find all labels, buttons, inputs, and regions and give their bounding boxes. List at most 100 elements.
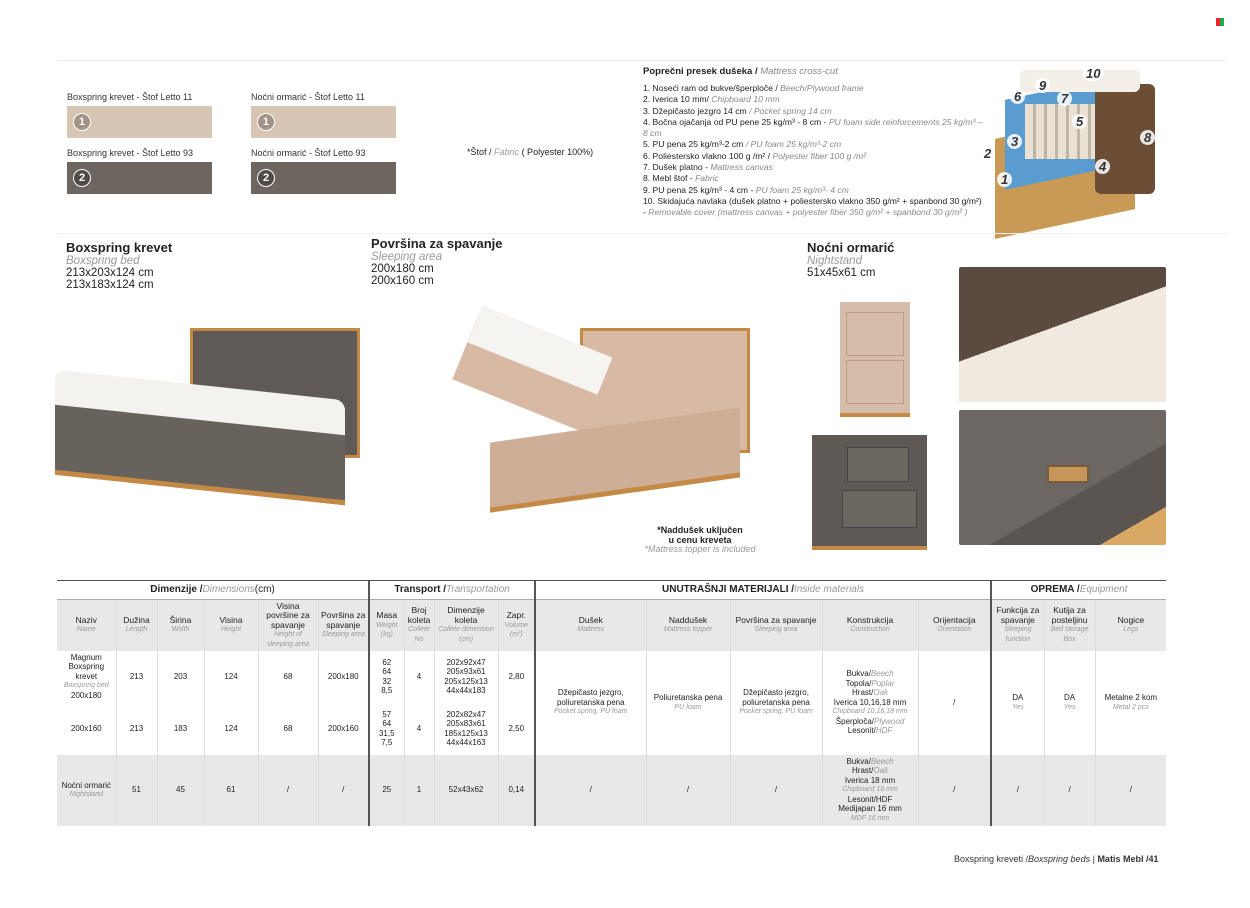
bed-subtitle: Boxspring bed	[66, 255, 140, 267]
table-cell: 61	[203, 754, 258, 826]
cell-sleep_area: 200x180	[317, 650, 370, 703]
product-name: Noćni ormarić	[61, 780, 111, 790]
divider	[57, 233, 1227, 234]
cell-colli: 4	[403, 702, 435, 755]
header-en: Mattress	[577, 626, 605, 634]
nightstand-light-image	[840, 302, 910, 417]
header-sr: Dušek	[578, 614, 603, 625]
header-en: Volume (m³)	[504, 621, 529, 639]
table-cell: /	[729, 754, 823, 826]
cell-sleep_area: 200x160	[317, 702, 370, 755]
material-text: DA	[1064, 693, 1076, 702]
item-en: PU foam side reinforcements 25 kg/m³ – 8…	[643, 116, 983, 139]
cross-section-item: 6. Poliestersko vlakno 100 g /m² / Polye…	[643, 151, 983, 162]
header-en: Height of sleeping area	[266, 631, 310, 648]
material-text-en: Chipboard 10,16,18 mm	[832, 708, 908, 716]
handle-detail-photo	[959, 410, 1166, 545]
cell-sleep_h: 68	[257, 702, 318, 755]
nightstand-dark-image	[812, 435, 927, 550]
item-sr: 3. Džepičasto jezgro 14 cm	[643, 105, 747, 116]
fabric-note: *Štof / Fabric ( Polyester 100%)	[467, 147, 593, 157]
product-name: Magnum Boxspring krevet	[68, 652, 105, 681]
diagram-number: 6	[1010, 89, 1026, 104]
topper-note: *Naddušek uključen u cenu kreveta *Mattr…	[630, 525, 770, 555]
group-extra: (cm)	[254, 584, 275, 596]
divider	[57, 60, 1227, 61]
group-sr: OPREMA /	[1030, 584, 1080, 596]
header-en: Mattress topper	[663, 626, 713, 634]
material-text-en: Yes	[1011, 703, 1024, 711]
header-sr: Površina za spavanje	[321, 610, 366, 630]
cross-section-item: 3. Džepičasto jezgro 14 cm / Pocket spri…	[643, 106, 983, 117]
material-text: Iverica 10,16,18 mm	[833, 697, 907, 707]
cross-section-item: 10. Skidajuća navlaka (dušek platno + po…	[643, 196, 983, 219]
sleep-title: Površina za spavanje	[371, 236, 503, 251]
cell-volume: 2,80	[497, 650, 536, 703]
header-en: Weight (kg)	[375, 621, 398, 639]
material-text-en: Beech	[870, 669, 894, 679]
brand-logo: Matis Mebl	[1097, 854, 1144, 864]
storage-mechanism-photo	[959, 267, 1166, 402]
cell-colli: 4	[403, 650, 435, 703]
group-en: Equipment	[1079, 584, 1128, 596]
header-en: Collete No	[408, 626, 430, 643]
product-name-en: Boxspring bed	[63, 682, 109, 690]
header-en: Width	[171, 626, 190, 634]
table-group-header: UNUTRAŠNJI MATERIJALI /Inside materials	[534, 580, 992, 600]
table-group-header: Dimenzije /Dimensions(cm)	[57, 580, 370, 600]
page-number: /41	[1145, 854, 1159, 864]
cell-length: 213	[115, 702, 157, 755]
column-header: Zapr.Volume (m³)	[497, 599, 536, 651]
header-sr: Orijentacija	[933, 614, 976, 625]
header-sr: Broj koleta	[407, 605, 431, 625]
item-en: Fabric	[695, 173, 719, 184]
diagram-number: 9	[1035, 78, 1051, 93]
swatch-number: 1	[73, 113, 91, 131]
material-text: Džepičasto jezgro, poliuretanska pena	[742, 688, 810, 707]
fabric-swatch: 1	[67, 106, 212, 138]
item-en: Mattress canvas	[710, 162, 773, 173]
table-cell: 25	[368, 754, 405, 826]
swatch-bed-letto11: Boxspring krevet - Štof Letto 11 1	[67, 92, 212, 138]
material-text: Poliuretanska pena	[653, 693, 723, 702]
material-text-en: Oak	[873, 688, 889, 698]
table-cell: /	[917, 754, 992, 826]
material-text: Šperploča/	[835, 716, 875, 726]
cell-sleep_h: 68	[257, 650, 318, 703]
topper-note-line1: *Naddušek uključen	[657, 525, 743, 535]
header-sr: Zapr.	[506, 610, 526, 620]
item-sr: 9. PU pena 25 kg/m³ - 4 cm -	[643, 184, 754, 195]
group-en: Inside materials	[794, 584, 865, 596]
item-en: Polyester fiber 100 g /m²	[772, 150, 867, 161]
material-text: Topola/	[845, 678, 872, 688]
swatch-label: Noćni ormarić - Štof Letto 11	[251, 92, 365, 102]
page-footer: Boxspring kreveti /Boxspring beds | Mati…	[954, 854, 1159, 864]
header-en: Name	[76, 626, 96, 634]
table-cell: /	[1043, 754, 1096, 826]
group-sr: Transport /	[394, 584, 446, 596]
item-sr: 5. PU pena 25 kg/m³-2 cm	[643, 139, 744, 150]
header-sr: Funkcija za spavanje	[996, 605, 1040, 625]
sleep-subtitle: Sleeping area	[371, 251, 442, 263]
cell-width: 203	[156, 650, 204, 703]
footer-text-en: Boxspring beds	[1028, 854, 1091, 864]
table-cell: /	[257, 754, 318, 826]
material-text: Bukva/	[846, 669, 871, 679]
